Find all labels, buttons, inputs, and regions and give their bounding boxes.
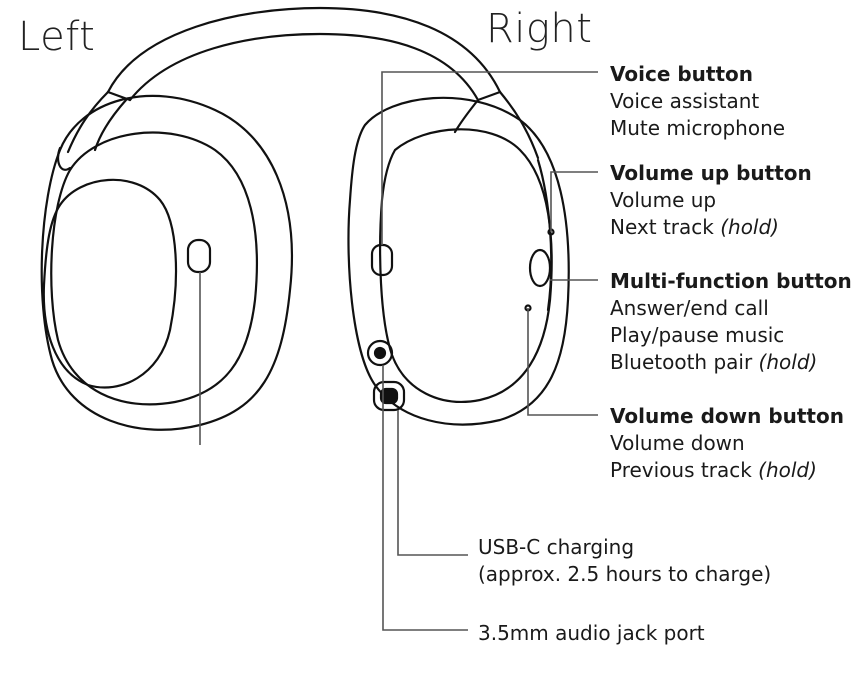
audio-jack-label: 3.5mm audio jack port xyxy=(478,621,705,645)
left-earcup-shell xyxy=(40,94,294,431)
callout-text: Previous track xyxy=(610,458,752,482)
callout-multi-title: Multi-function button xyxy=(610,269,852,293)
callout-voice-line: Mute microphone xyxy=(610,116,786,140)
headband xyxy=(106,6,502,94)
left-button xyxy=(186,238,212,274)
leader-usb xyxy=(397,410,468,556)
callout-volume-up-title: Volume up button xyxy=(610,161,812,185)
callout-text: Next track xyxy=(610,215,714,239)
usb-c-label-line1: USB-C charging xyxy=(478,535,635,559)
multi-function-button xyxy=(528,248,552,288)
leader-volume-down xyxy=(527,308,598,416)
right-side-label: Right xyxy=(486,6,593,52)
usb-c-label: USB-C charging (approx. 2.5 hours to cha… xyxy=(478,534,771,588)
callout-voice-title: Voice button xyxy=(610,62,754,86)
hold-note: (hold) xyxy=(720,215,779,239)
audio-jack-port xyxy=(366,339,394,367)
leader-voice xyxy=(381,71,598,245)
callout-voice: Voice button Voice assistant Mute microp… xyxy=(610,61,785,142)
left-side-label: Left xyxy=(18,14,96,60)
callout-volume-up-line: Volume up xyxy=(610,188,717,212)
callout-volume-down-title: Volume down button xyxy=(610,404,844,428)
usb-c-label-line2: (approx. 2.5 hours to charge) xyxy=(478,562,772,586)
callout-volume-down-line: Volume down xyxy=(610,431,745,455)
voice-button xyxy=(370,243,394,277)
callout-volume-up-line2: Next track (hold) xyxy=(610,214,812,241)
callout-volume-down-line2: Previous track (hold) xyxy=(610,457,844,484)
callout-multi-line: Play/pause music xyxy=(610,323,785,347)
callout-voice-line: Voice assistant xyxy=(610,89,760,113)
callout-volume-up: Volume up button Volume up Next track (h… xyxy=(610,160,812,241)
callout-text: Bluetooth pair xyxy=(610,350,753,374)
leader-lines xyxy=(199,71,598,631)
callout-volume-down: Volume down button Volume down Previous … xyxy=(610,403,844,484)
callout-multi-function: Multi-function button Answer/end call Pl… xyxy=(610,268,852,376)
usb-c-port xyxy=(372,380,406,412)
left-cushion xyxy=(50,131,258,406)
hold-note: (hold) xyxy=(758,458,817,482)
leader-volume-up xyxy=(550,171,598,232)
callout-multi-line: Answer/end call xyxy=(610,296,769,320)
leader-audio xyxy=(382,365,468,631)
callout-multi-line3: Bluetooth pair (hold) xyxy=(610,349,852,376)
hold-note: (hold) xyxy=(758,350,818,374)
